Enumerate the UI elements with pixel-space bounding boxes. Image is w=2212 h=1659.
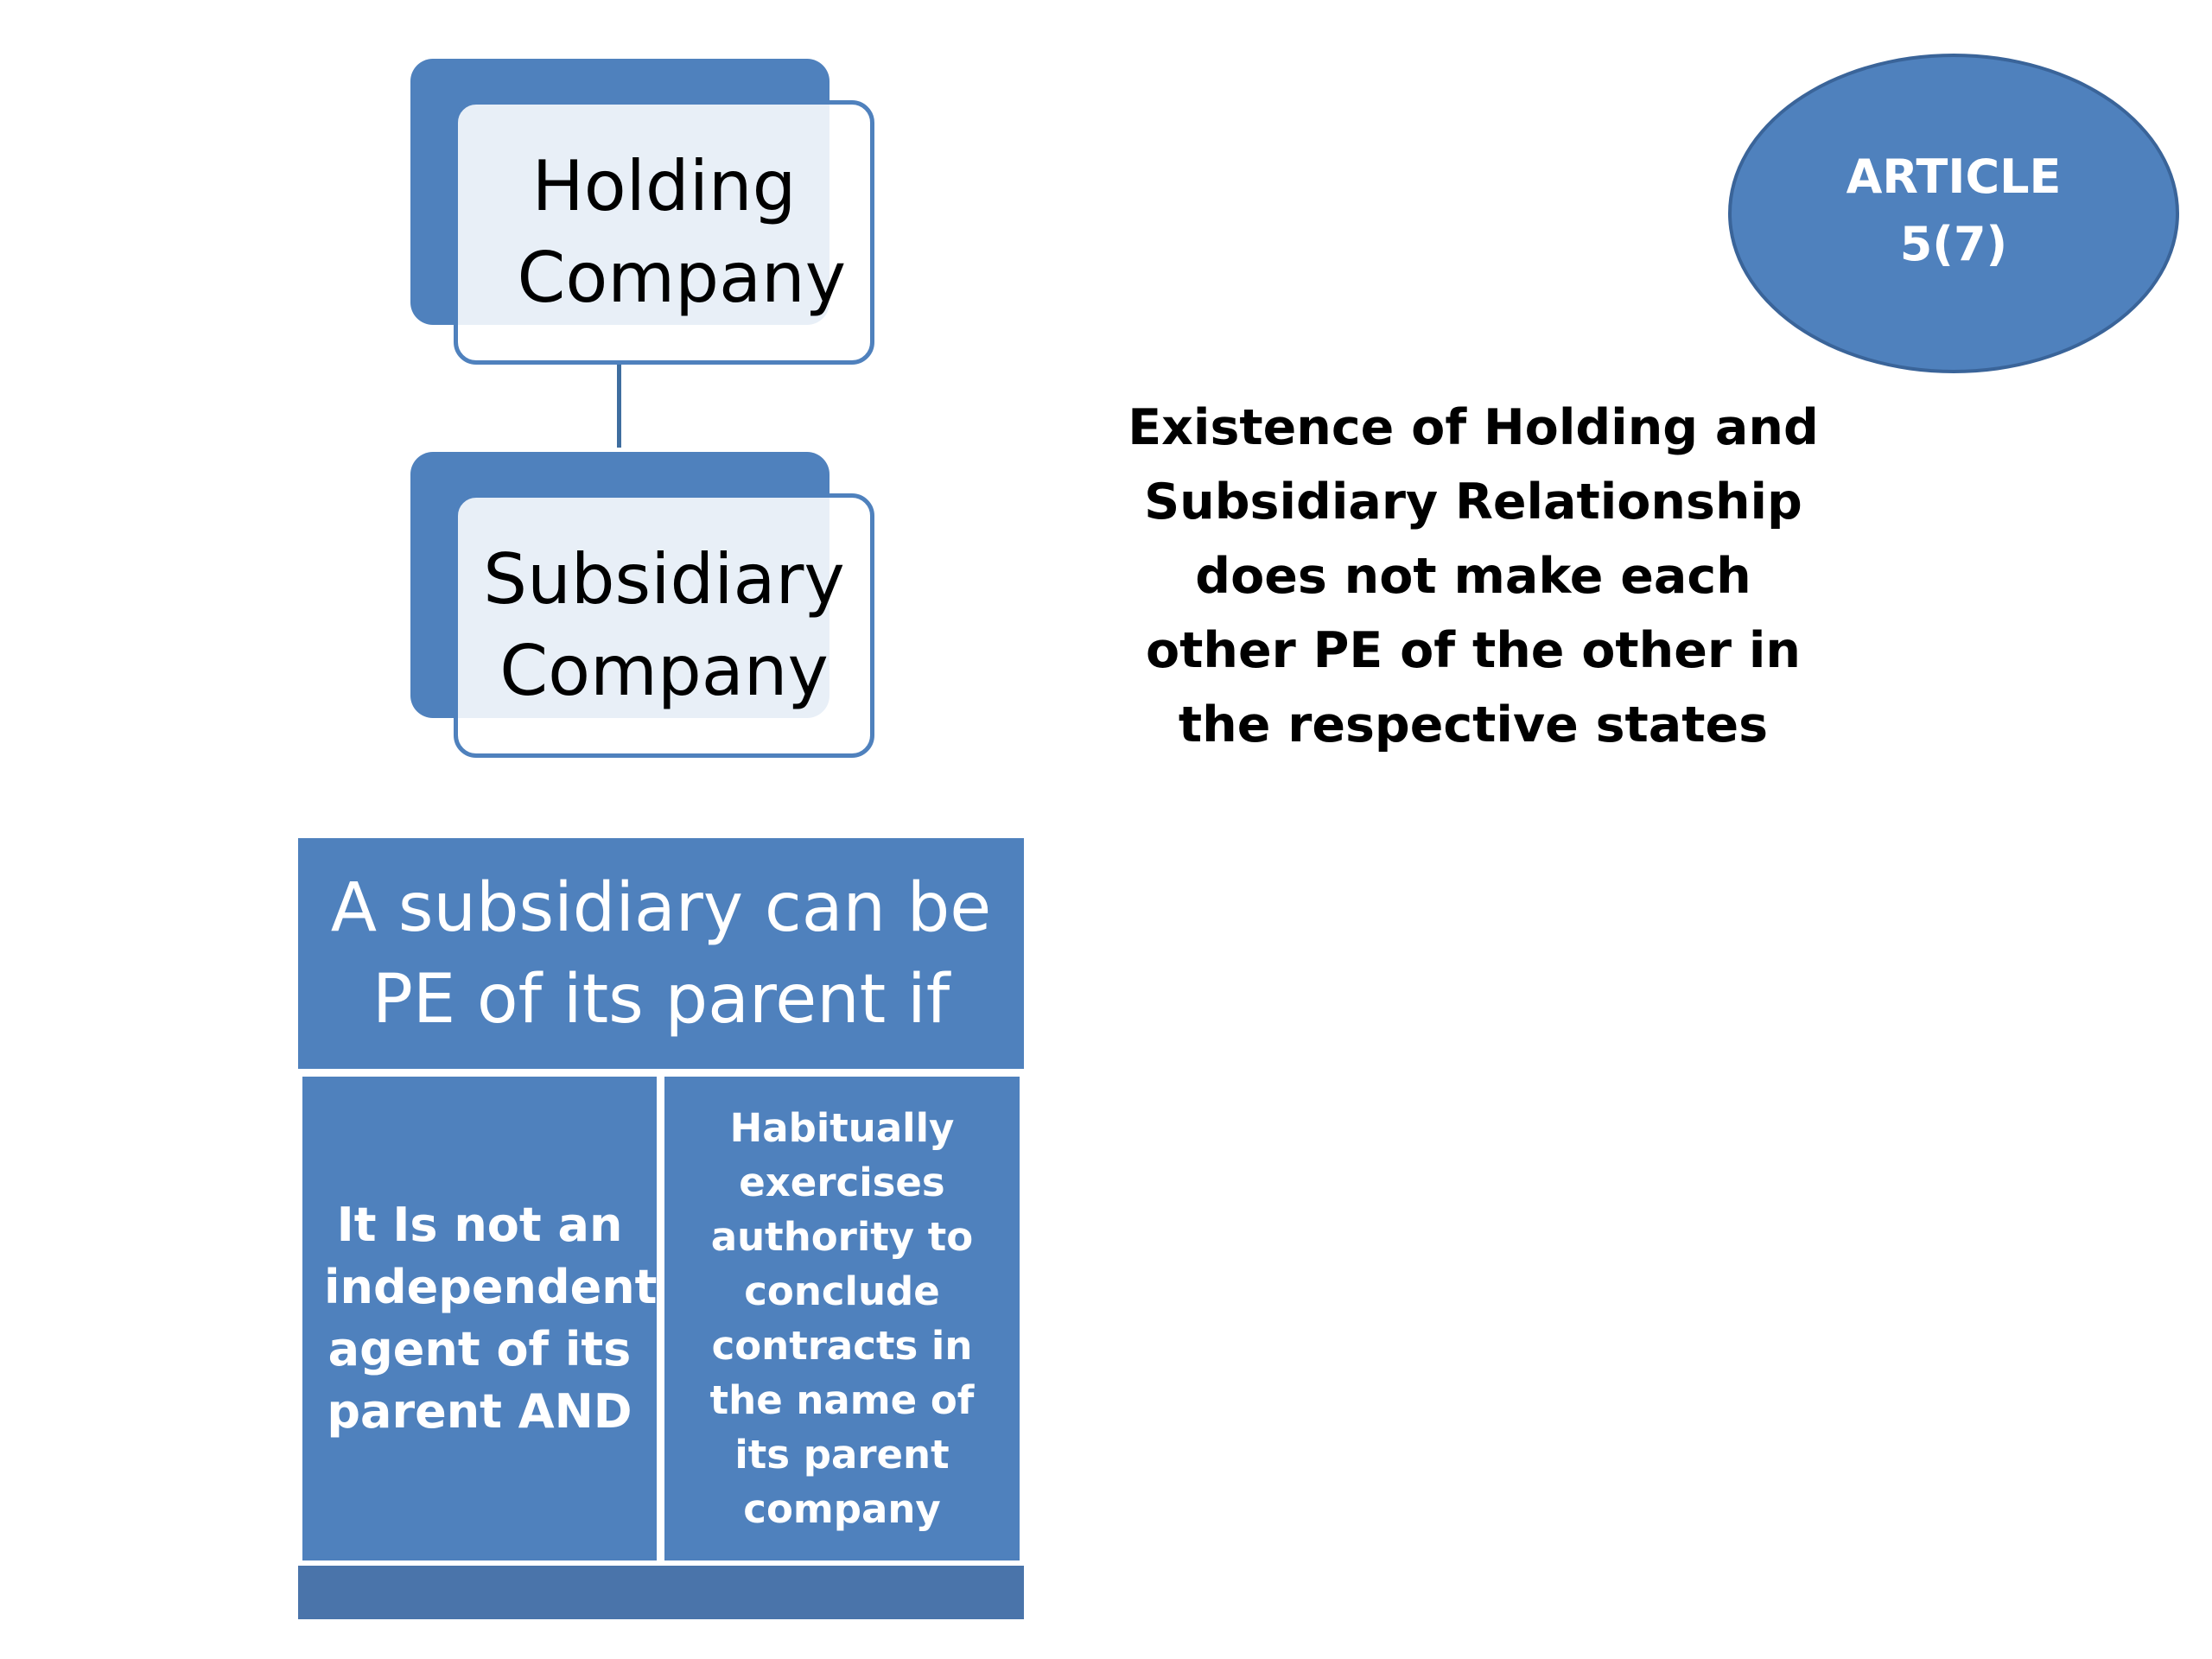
subsidiary-company-label: Subsidiary Company [483,539,845,711]
pe-condition-table: A subsidiary can be PE of its parent if … [298,838,1024,1619]
relationship-statement: Existence of Holding and Subsidiary Rela… [1123,391,1823,762]
hierarchy-connector-line [617,365,621,448]
condition-cell-independent-agent: It Is not an independent agent of its pa… [302,1077,658,1560]
article-badge: ARTICLE 5(7) [1728,54,2179,373]
condition-text-independent-agent: It Is not an independent agent of its pa… [324,1198,658,1439]
subsidiary-company-node: Subsidiary Company [410,452,881,767]
holding-company-label: Holding Company [517,146,847,318]
condition-heading-text: A subsidiary can be PE of its parent if [330,868,992,1039]
holding-company-box: Holding Company [454,100,874,365]
subsidiary-company-box: Subsidiary Company [454,493,874,758]
condition-cell-conclude-contracts: Habitually exercises authority to conclu… [664,1077,1020,1560]
condition-table-heading: A subsidiary can be PE of its parent if [298,838,1024,1069]
relationship-statement-text: Existence of Holding and Subsidiary Rela… [1128,399,1819,753]
condition-text-conclude-contracts: Habitually exercises authority to conclu… [709,1105,975,1532]
article-badge-label: ARTICLE 5(7) [1846,149,2062,271]
condition-table-footer-bar [298,1566,1024,1619]
holding-company-node: Holding Company [410,59,881,374]
